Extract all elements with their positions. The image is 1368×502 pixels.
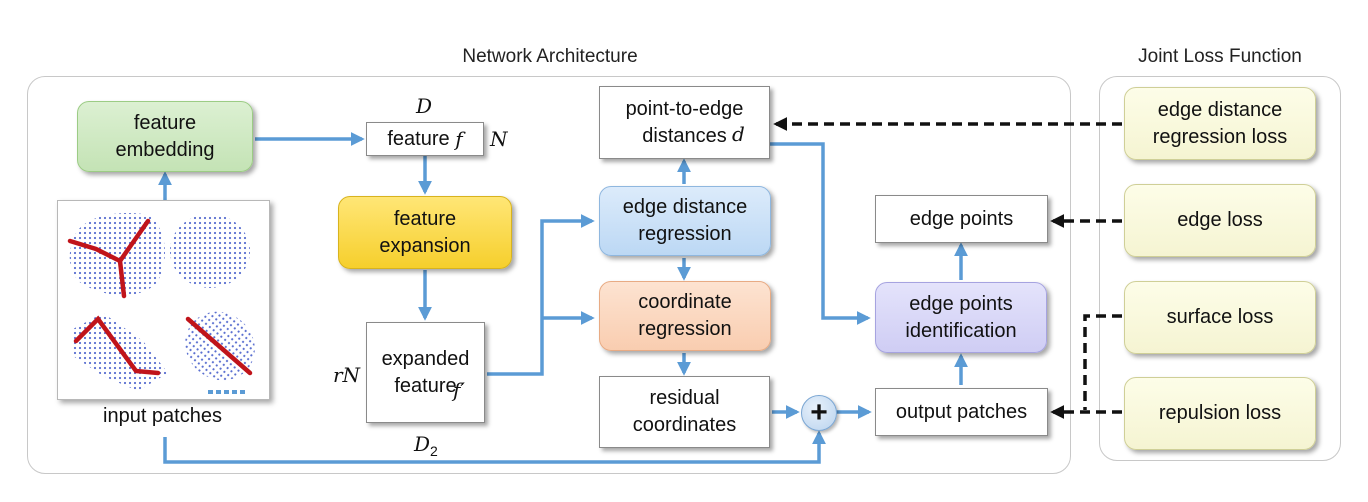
feature-f-box: feature f [366, 122, 484, 156]
dim-N-label: N [490, 127, 508, 151]
feature-f-label: feature [387, 127, 450, 150]
coordinate-regression-box: coordinate regression [599, 281, 771, 351]
patch-top-left [69, 212, 165, 296]
dim-D-label: D [416, 94, 433, 118]
joint-loss-title: Joint Loss Function [1138, 46, 1302, 67]
edge-points-box: edge points [875, 195, 1048, 243]
dim-D2-label: D2 [414, 432, 438, 459]
repulsion-loss-box: repulsion loss [1124, 377, 1316, 450]
dim-D2-symbol: D [414, 432, 431, 456]
edge-loss-box: edge loss [1124, 184, 1316, 257]
arrow-expanded-to-edge-regression [487, 214, 595, 376]
arrow-patches-to-plus [163, 430, 826, 464]
point-to-edge-distances-label: point-to-edge distances [625, 97, 744, 147]
feature-embedding-box: feature embedding [77, 101, 253, 172]
distance-d-symbol: d [732, 122, 745, 146]
dim-rN-label: rN [333, 363, 361, 387]
dash-surface-loss [1083, 314, 1122, 410]
patch-top-right [170, 214, 250, 288]
sum-node: + [801, 395, 837, 431]
arrow-distances-to-identification [770, 142, 871, 325]
input-patches-image [57, 200, 270, 400]
output-patches-box: output patches [875, 388, 1048, 436]
edge-distance-regression-loss-box: edge distance regression loss [1124, 87, 1316, 160]
edge-distance-regression-box: edge distance regression [599, 186, 771, 256]
surface-loss-box: surface loss [1124, 281, 1316, 354]
input-patches-label: input patches [103, 405, 222, 427]
feature-f-symbol: f [455, 126, 463, 151]
dim-D2-subscript: 2 [430, 443, 438, 459]
network-architecture-title: Network Architecture [462, 46, 638, 67]
expanded-feature-symbol: f′ [453, 378, 465, 402]
expanded-feature-label: expanded feature [381, 347, 470, 397]
expanded-feature-box: expanded feature f′ [366, 322, 485, 423]
point-to-edge-distances-box: point-to-edge distances [599, 86, 770, 159]
residual-coordinates-box: residual coordinates [599, 376, 770, 448]
feature-expansion-box: feature expansion [338, 196, 512, 269]
point-cloud-illustration [67, 212, 255, 394]
edge-points-identification-box: edge points identification [875, 282, 1047, 353]
